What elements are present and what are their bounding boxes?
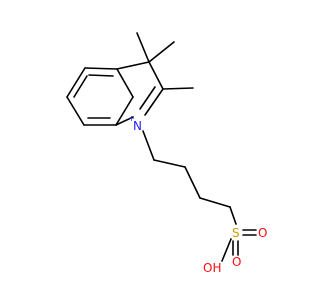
bond	[184, 166, 201, 199]
bond	[115, 116, 134, 126]
bond	[142, 130, 155, 161]
bond	[153, 159, 186, 168]
bond	[139, 86, 156, 110]
bond	[116, 61, 150, 70]
bond	[144, 88, 164, 116]
bond	[148, 41, 175, 63]
nitrogen-atom-label: N	[133, 119, 142, 133]
bond-inner	[73, 75, 88, 98]
bond	[115, 96, 134, 126]
bond-inner	[88, 74, 114, 77]
bond	[221, 238, 232, 262]
hydroxyl-group-label: OH	[203, 261, 221, 275]
atom-labels: N + S O O OH	[128, 114, 267, 275]
oxygen-atom-label-right: O	[258, 226, 267, 240]
sulfur-atom-label: S	[232, 226, 240, 240]
oxygen-atom-label-bottom: O	[232, 255, 241, 269]
nitrogen-charge-label: +	[128, 114, 135, 123]
bond	[84, 67, 118, 70]
bond	[148, 61, 164, 90]
bond	[66, 67, 86, 98]
bond-lines	[66, 32, 257, 262]
molecule-structure: N + S O O OH	[66, 32, 267, 275]
bond	[136, 32, 150, 63]
bond	[66, 96, 85, 126]
bond	[229, 206, 237, 225]
bond	[199, 197, 231, 208]
bond	[116, 68, 134, 98]
bond	[162, 87, 194, 90]
